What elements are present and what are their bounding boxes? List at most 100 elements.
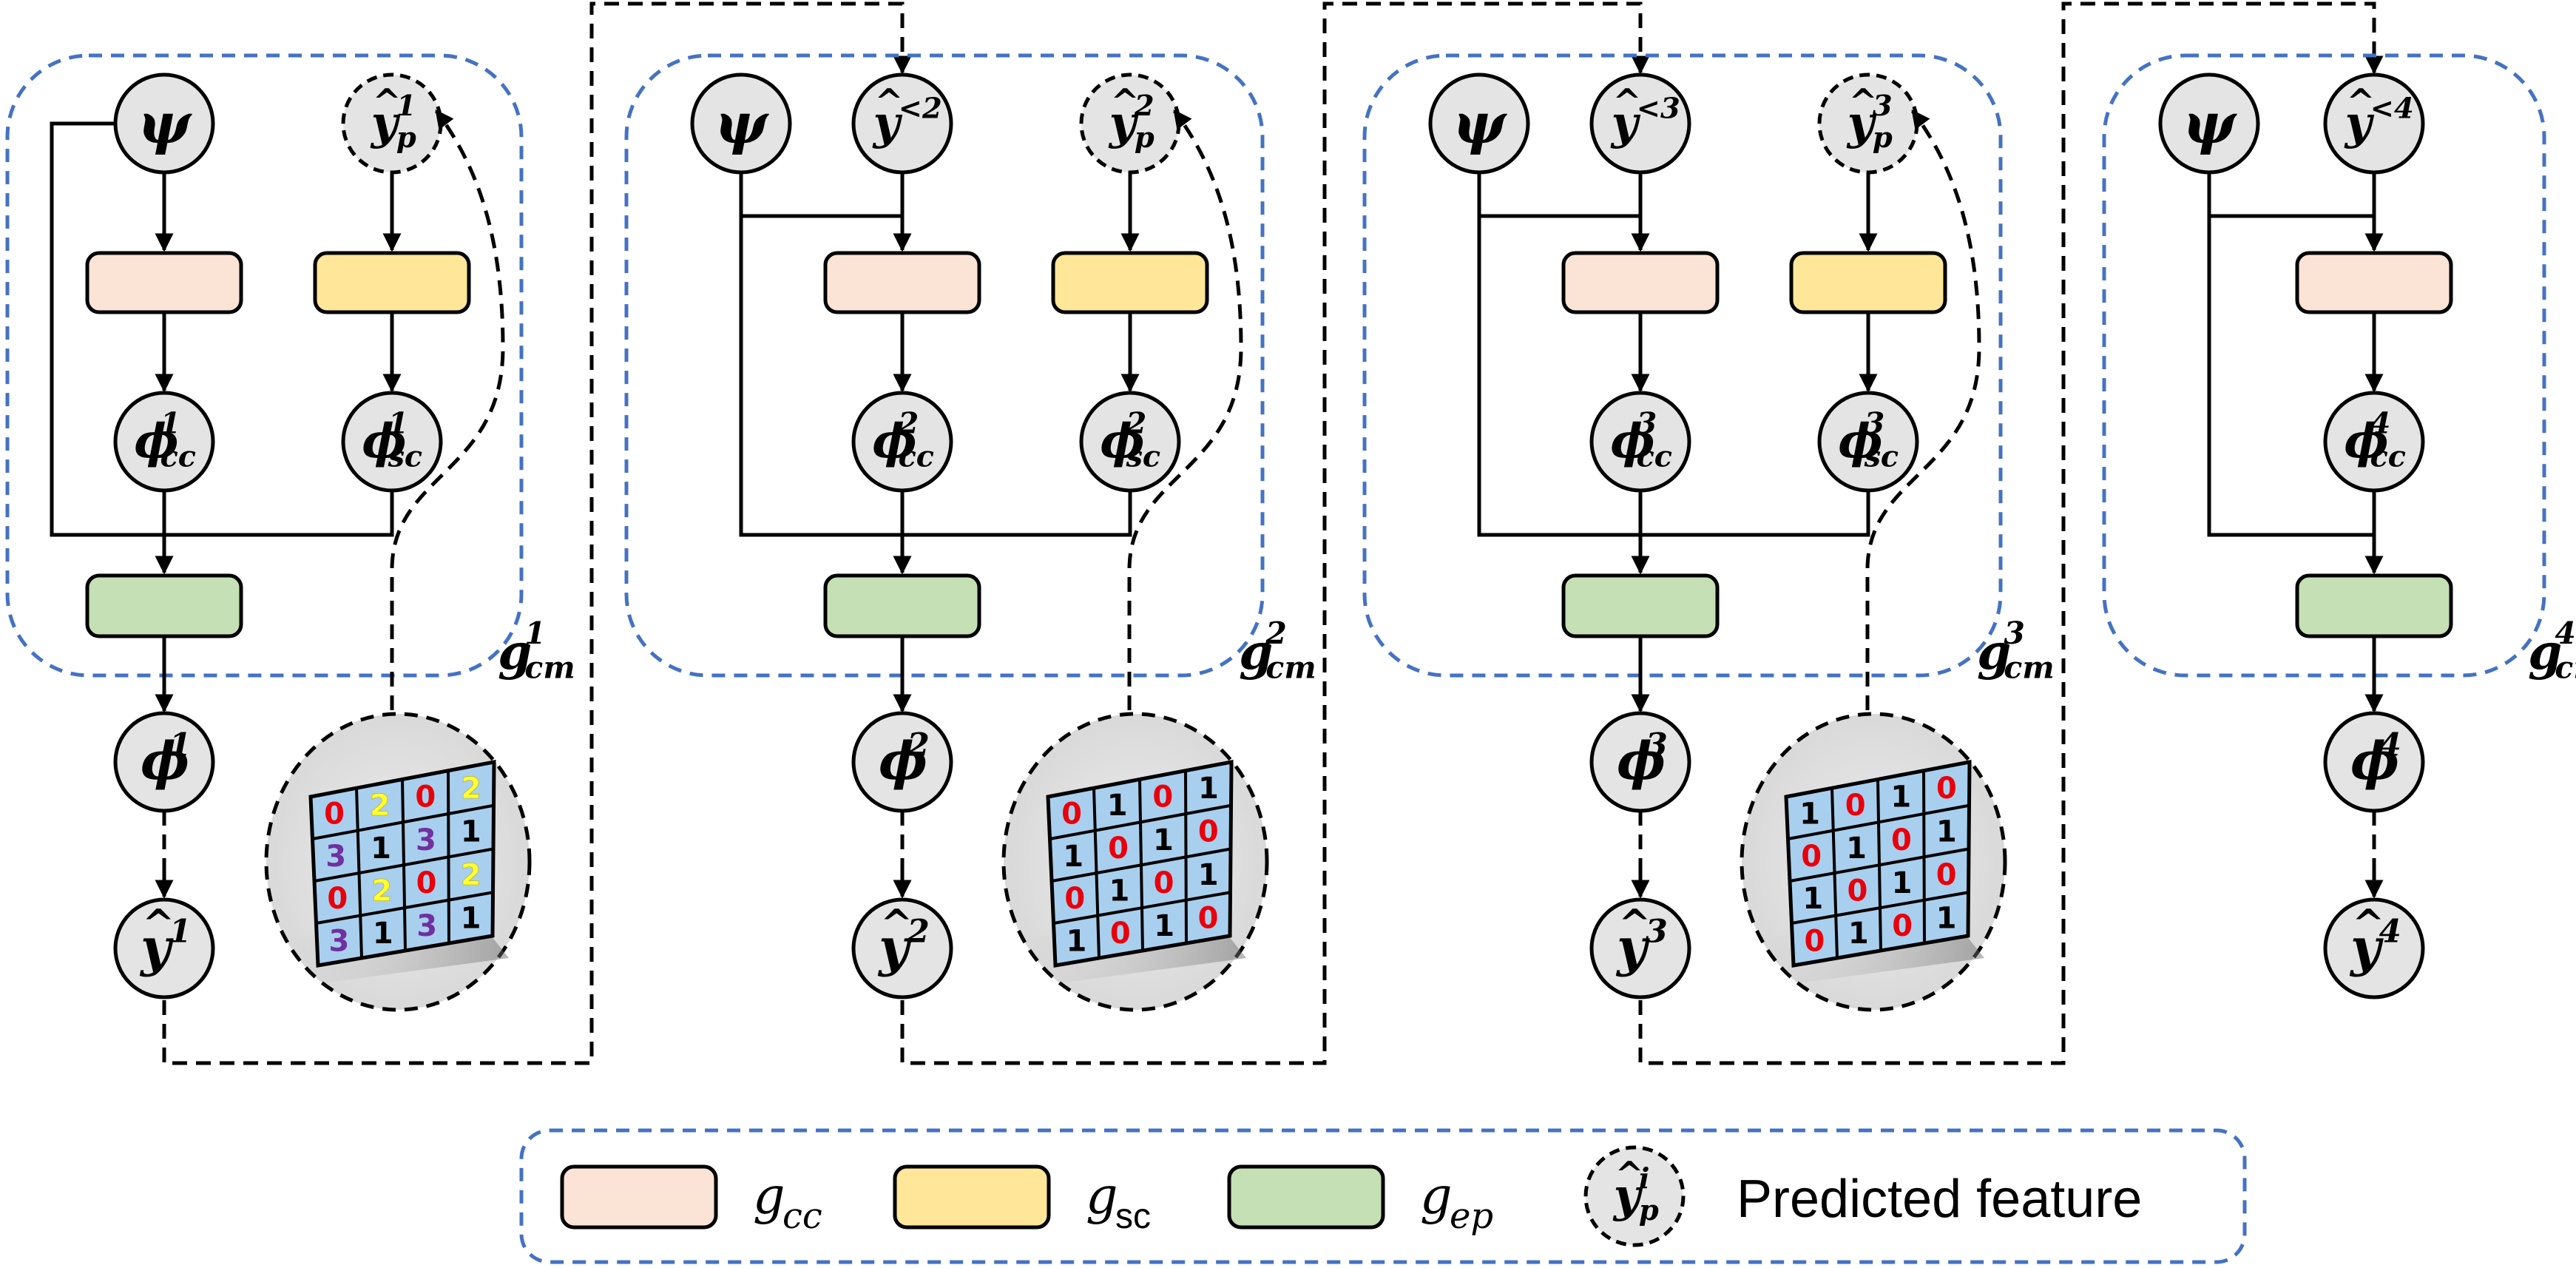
gcm-module-4 [2102, 53, 2546, 678]
predicted-node-2-symbol: y^2p [1108, 81, 1155, 155]
predicted-grid-3-cell: 0 [1936, 772, 1957, 806]
gcc-block-1 [85, 251, 243, 314]
phi-node-4: ϕ4 [2323, 711, 2425, 813]
predicted-grid-1-cell: 3 [416, 823, 436, 857]
predicted-grid-1-cell: 1 [461, 815, 481, 849]
edge-psi-to-gep [50, 121, 164, 537]
gcm-label-4-sub: cm [2555, 650, 2576, 685]
predicted-grid-1-cell: 1 [373, 917, 393, 951]
legend-label-sub: ep [1450, 1196, 1493, 1237]
psi-node-4: ψ [2158, 72, 2260, 175]
output-node-2-symbol-base: y [877, 917, 912, 978]
predicted-grid-1-cell: 1 [371, 832, 391, 866]
phi-sc-node-1-symbol-sup: 1 [388, 406, 409, 440]
edge-psi-to-gcc [1477, 172, 1640, 218]
phi-sc-node-3-symbol-sup: 3 [1865, 406, 1885, 440]
gcm-label-3-sup: 3 [2004, 616, 2024, 651]
predicted-grid-1-cell: 2 [372, 874, 393, 908]
context-node-4-symbol: y^<4 [2344, 81, 2414, 149]
phi-sc-node-3-symbol-sub: sc [1864, 439, 1899, 473]
context-node-4-symbol-hat: ^ [2347, 81, 2376, 121]
predicted-grid-2-cell: 0 [1154, 866, 1174, 900]
edge-output-to-next-context-2 [900, 1, 1650, 1065]
predicted-grid-1-grid-hline [314, 847, 494, 883]
predicted-grid-1-cell: 0 [416, 866, 437, 900]
gcm-module-3 [1362, 53, 2003, 678]
phi-node-2: ϕ2 [851, 711, 953, 813]
predicted-node-3-symbol-base: y [1846, 95, 1877, 149]
predicted-grid-3-grid-hline [1791, 891, 1969, 925]
psi-node-1: ψ [113, 72, 215, 175]
output-node-3-symbol-base: y [1615, 917, 1650, 978]
predicted-grid-2-cell: 0 [1198, 815, 1219, 849]
gep-block-2 [823, 573, 981, 638]
gcm-label-2-sup: 2 [1265, 616, 1286, 651]
legend-frame [519, 1128, 2247, 1264]
legend-predicted-symbol-base: y [1612, 1168, 1643, 1222]
output-node-4-symbol-hat: ^ [2352, 902, 2384, 947]
legend-swatch-sc [893, 1164, 1051, 1230]
predicted-grid-1-cell: 3 [329, 924, 350, 958]
edge-psi-to-gcc [2207, 172, 2374, 218]
predicted-grid-2-grid-hline [1053, 891, 1231, 925]
phi-cc-node-4-symbol-sup: 4 [2370, 406, 2391, 440]
predicted-grid-1-cell: 2 [461, 772, 481, 806]
legend-label-base: g [753, 1167, 785, 1226]
gcm-label-4-sup: 4 [2555, 616, 2575, 651]
predicted-grid-2-cell: 1 [1198, 858, 1219, 892]
output-node-3-symbol: y^3 [1615, 902, 1668, 979]
psi-node-3: ψ [1428, 72, 1530, 175]
predicted-node-1-symbol-hat: ^ [373, 81, 402, 121]
context-node-2-symbol-base: y [872, 95, 903, 149]
legend-swatch-ep [1227, 1164, 1385, 1230]
predicted-grid-2-grid-hline [1051, 847, 1231, 883]
phi-node-1-symbol: ϕ1 [141, 726, 192, 792]
phi-node-1-symbol-sup: 1 [169, 726, 192, 764]
phi-cc-node-4-symbol-sub: cc [2370, 439, 2406, 473]
context-node-2-symbol: y^<2 [872, 81, 942, 149]
output-node-4-symbol-sup: 4 [2379, 913, 2401, 951]
predicted-grid-2-cell: 1 [1107, 789, 1128, 823]
phi-sc-node-2-symbol-sup: 2 [1126, 406, 1147, 440]
phi-node-1: ϕ1 [113, 711, 215, 813]
output-node-3: y^3 [1589, 897, 1691, 999]
predicted-grid-1-grid-hline [316, 891, 493, 925]
gcm-label-1-sub: cm [524, 650, 575, 685]
psi-node-2-label: ψ [714, 90, 769, 156]
gsc-block-2 [1051, 251, 1209, 314]
predicted-grid-3-cell: 0 [1805, 924, 1825, 958]
predicted-node-2-symbol-sub: p [1135, 121, 1155, 155]
predicted-grid-2-cell: 1 [1153, 823, 1174, 857]
output-node-4-symbol-base: y [2349, 917, 2384, 978]
phi-cc-node-4-symbol-base: ϕ [2344, 414, 2388, 469]
predicted-node-1: y^1p [341, 72, 443, 175]
output-node-1-symbol-base: y [139, 917, 174, 978]
predicted-grid-1-cell: 1 [461, 902, 481, 936]
phi-node-3-symbol-sup: 3 [1646, 726, 1668, 764]
predicted-grid-1-cell: 2 [370, 789, 391, 823]
output-node-1-symbol: y^1 [139, 902, 192, 979]
edge-grid-to-predicted-1 [390, 109, 505, 710]
edge-psi-to-gep [1477, 216, 1640, 537]
predicted-grid-3-cell: 1 [1799, 797, 1820, 832]
predicted-grid-1-grid-vline [447, 770, 450, 944]
